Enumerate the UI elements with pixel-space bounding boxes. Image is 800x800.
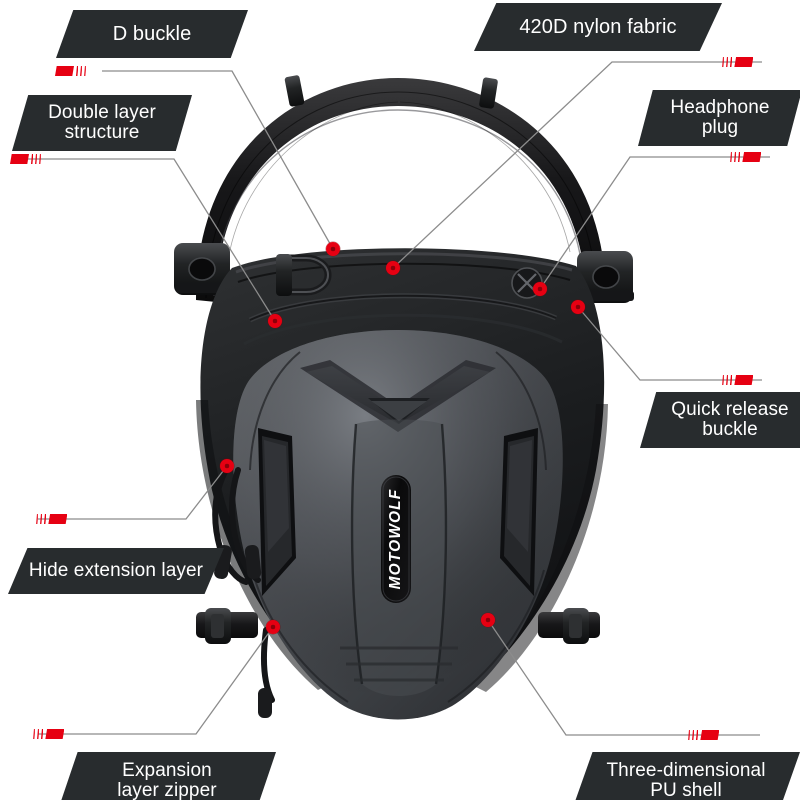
zipper-pull-bottom <box>258 627 275 718</box>
marker-chevrons-icon <box>688 730 699 740</box>
hotspot-expansion-zipper <box>266 620 280 634</box>
hotspot-headphone-plug <box>533 282 547 296</box>
marker-block-icon <box>45 729 65 739</box>
hotspot-nylon-fabric <box>386 261 400 275</box>
marker-block-icon <box>734 57 754 67</box>
marker-chevrons-icon <box>730 152 741 162</box>
marker-chevrons-icon <box>722 57 733 67</box>
callout-label-expansion-zipper: Expansion layer zipper <box>58 752 276 800</box>
marker-block-icon <box>55 66 74 76</box>
marker-hide-extension <box>36 512 68 526</box>
callout-label-three-dimensional-pu: Three-dimensional PU shell <box>572 752 800 800</box>
callout-label-quick-release: Quick release buckle <box>640 392 800 448</box>
marker-chevrons-icon <box>722 375 733 385</box>
hotspot-hide-extension <box>220 459 234 473</box>
marker-quick-release <box>722 373 754 387</box>
marker-block-icon <box>10 154 29 164</box>
callout-label-d-buckle: D buckle <box>56 10 248 58</box>
marker-expansion-zipper <box>33 727 65 741</box>
svg-text:MOTOWOLF: MOTOWOLF <box>387 489 404 590</box>
callout-label-headphone-plug: Headphone plug <box>638 90 800 146</box>
marker-nylon-fabric <box>722 55 754 69</box>
hotspot-d-buckle <box>326 242 340 256</box>
hotspot-double-layer <box>268 314 282 328</box>
d-ring-buckle <box>276 254 332 296</box>
marker-block-icon <box>48 514 68 524</box>
marker-three-dimensional-pu <box>688 728 720 742</box>
hotspot-three-dimensional-pu <box>481 613 495 627</box>
callout-label-nylon-fabric: 420D nylon fabric <box>474 3 722 51</box>
marker-d-buckle <box>55 64 87 78</box>
marker-double-layer <box>10 152 42 166</box>
hotspot-quick-release <box>571 300 585 314</box>
marker-block-icon <box>734 375 754 385</box>
marker-block-icon <box>742 152 762 162</box>
marker-chevrons-icon <box>76 66 87 76</box>
brand-badge: MOTOWOLF <box>381 475 411 603</box>
marker-headphone-plug <box>730 150 762 164</box>
marker-block-icon <box>700 730 720 740</box>
callout-label-double-layer: Double layer structure <box>12 95 192 151</box>
callout-label-hide-extension: Hide extension layer <box>8 548 224 594</box>
marker-chevrons-icon <box>33 729 44 739</box>
pu-shell: MOTOWOLF <box>233 330 563 720</box>
marker-chevrons-icon <box>36 514 47 524</box>
zipper-pull-side <box>212 467 262 585</box>
marker-chevrons-icon <box>31 154 42 164</box>
